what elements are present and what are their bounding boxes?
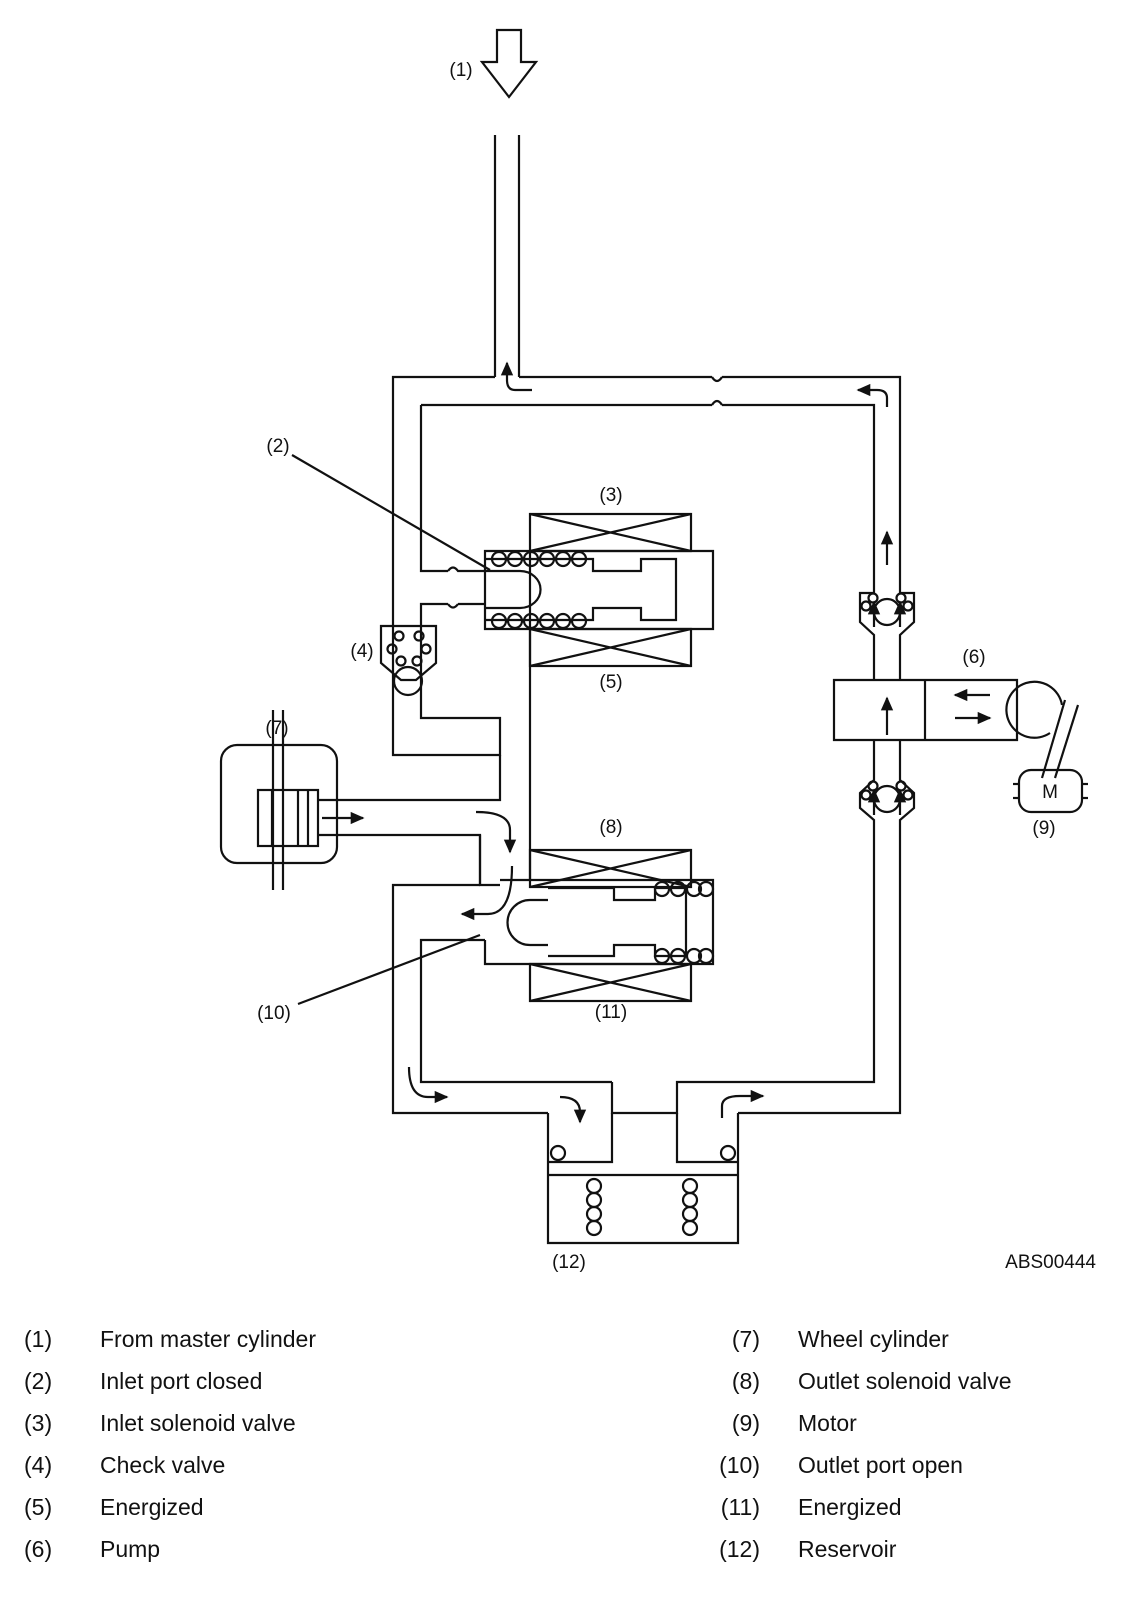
callout-9: (9) — [1032, 818, 1055, 839]
legend-text: Wheel cylinder — [798, 1326, 949, 1352]
legend-item-6: (6) Pump — [24, 1535, 384, 1563]
figure-code: ABS00444 — [1005, 1252, 1096, 1273]
legend-num: (10) — [719, 1452, 760, 1478]
legend-num: (4) — [24, 1452, 53, 1478]
pump-body — [832, 678, 1019, 742]
legend-text: Inlet solenoid valve — [100, 1410, 296, 1436]
legend-num: (8) — [731, 1368, 760, 1394]
callout-8: (8) — [599, 817, 622, 838]
outlet-valve-body — [483, 878, 715, 966]
legend-text: Energized — [100, 1494, 204, 1520]
legend-num: (3) — [24, 1410, 53, 1436]
legend-text: Check valve — [100, 1452, 226, 1478]
callout-3: (3) — [599, 485, 622, 506]
callout-10: (10) — [257, 1003, 291, 1024]
legend-item-11: (11) Energized — [700, 1493, 1060, 1521]
legend-text: Reservoir — [798, 1536, 897, 1562]
callout-12: (12) — [552, 1252, 586, 1273]
legend-num: (6) — [24, 1536, 53, 1562]
legend-item-7: (7) Wheel cylinder — [700, 1325, 1060, 1353]
callout-4: (4) — [350, 641, 373, 662]
master-cylinder-arrow — [479, 28, 539, 99]
legend-num: (1) — [24, 1326, 53, 1352]
motor-symbol: M — [1042, 782, 1058, 803]
legend-text: Energized — [798, 1494, 902, 1520]
legend-item-8: (8) Outlet solenoid valve — [700, 1367, 1060, 1395]
legend-item-2: (2) Inlet port closed — [24, 1367, 384, 1395]
inlet-valve-body — [483, 549, 715, 631]
legend-item-4: (4) Check valve — [24, 1451, 384, 1479]
reservoir — [546, 1113, 740, 1245]
callout-11: (11) — [595, 1002, 627, 1023]
legend-text: Outlet solenoid valve — [798, 1368, 1012, 1394]
legend-text: From master cylinder — [100, 1326, 316, 1352]
callout-7: (7) — [265, 718, 288, 739]
callout-1: (1) — [449, 60, 472, 81]
legend-item-3: (3) Inlet solenoid valve — [24, 1409, 384, 1437]
legend-num: (2) — [24, 1368, 53, 1394]
legend-num: (11) — [720, 1494, 760, 1520]
callout-6: (6) — [962, 647, 985, 668]
motor-body — [1017, 768, 1084, 814]
legend-text: Outlet port open — [798, 1452, 963, 1478]
wheel-cylinder — [219, 743, 339, 865]
legend-item-12: (12) Reservoir — [700, 1535, 1060, 1563]
legend-num: (5) — [24, 1494, 53, 1520]
legend-text: Pump — [100, 1536, 161, 1562]
legend-num: (7) — [731, 1326, 760, 1352]
legend-item-5: (5) Energized — [24, 1493, 384, 1521]
callout-5: (5) — [599, 672, 622, 693]
legend-item-10: (10) Outlet port open — [700, 1451, 1060, 1479]
legend-num: (12) — [719, 1536, 760, 1562]
legend-text: Inlet port closed — [100, 1368, 263, 1394]
callout-2: (2) — [266, 436, 289, 457]
legend-item-9: (9) Motor — [700, 1409, 1060, 1437]
legend-num: (9) — [731, 1410, 760, 1436]
legend-item-1: (1) From master cylinder — [24, 1325, 384, 1353]
motor-cam-circle — [1005, 680, 1064, 739]
check-valve — [379, 624, 438, 682]
abs-hydraulic-diagram: (1) (2) (3) (4) (5) (6) (7) (8) (9) (10)… — [219, 28, 1096, 1273]
legend-text: Motor — [798, 1410, 857, 1436]
